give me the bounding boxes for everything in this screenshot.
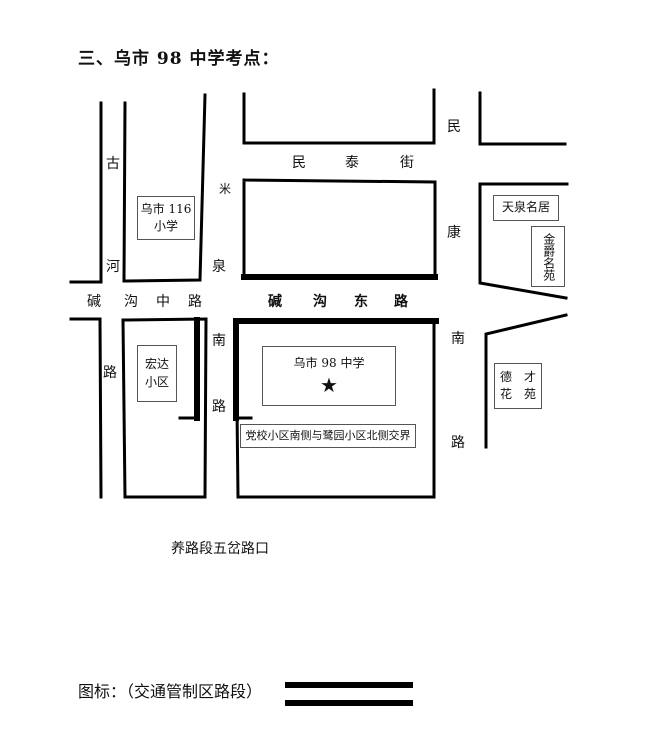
road-label-jiangou-zhong-4: 路 [188,294,202,310]
road-label-mi: 米 [219,182,232,196]
legend-label: 图标：（交通管制区路段） [78,682,263,701]
road-label-jiangou-zhong-2: 沟 [124,294,138,310]
road-edge [122,93,207,283]
road-edge [478,91,567,146]
road-label-gu: 古 [106,156,120,172]
road-label-lu-mid: 路 [212,399,226,415]
road-edge [69,317,103,499]
page-title: 三、乌市 98 中学考点： [78,49,280,69]
road-label-jiangou-dong-2: 沟 [313,294,327,310]
jinjue-label: 金爵名苑 [531,226,565,287]
road-label-minfeng-2: 泰 [345,155,359,171]
road-label-he: 河 [106,259,120,275]
road-label-minfeng-3: 街 [400,155,414,171]
footnote: 养路段五岔路口 [171,541,269,557]
road-label-jiangou-zhong-1: 碱 [87,294,101,310]
road-label-lu-left: 路 [103,365,117,381]
road-label-kang: 康 [447,225,461,241]
road-label-jiangou-dong-3: 东 [354,294,368,310]
road-label-min: 民 [447,119,461,135]
school-98-label: 乌市 98 中学 [293,356,365,370]
road-label-jiangou-dong-4: 路 [394,294,408,310]
road-label-jiangou-zhong-3: 中 [156,294,170,310]
road-label-jiangou-dong-1: 碱 [268,294,282,310]
road-edge [478,182,568,300]
road-label-quan: 泉 [212,259,226,275]
star-icon: ★ [320,373,338,397]
road-label-minfeng-1: 民 [292,155,306,171]
road-label-nan-mid: 南 [212,333,226,349]
boundary-label: 党校小区南侧与鹭园小区北侧交界 [240,424,416,448]
road-edge [121,317,208,499]
road-edge [484,313,568,449]
road-edge [242,88,436,145]
road-edge [242,178,437,280]
school-98-box: 乌市 98 中学 ★ [262,346,396,406]
decai-label: 德 才 花 苑 [494,363,542,409]
road-label-nan-right: 南 [451,331,465,347]
tianquan-label: 天泉名居 [493,195,559,221]
school-116-label: 乌市 116 小学 [137,196,195,240]
hongda-label: 宏达小区 [137,345,177,402]
road-label-lu-right: 路 [451,435,465,451]
